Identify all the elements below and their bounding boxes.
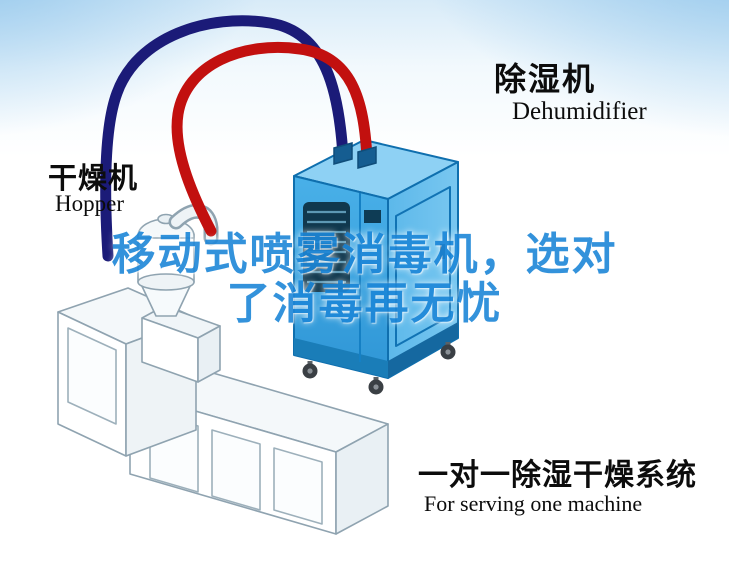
- hopper-stand-side: [197, 325, 221, 383]
- caster-wheels: [302, 342, 456, 395]
- red-supply-pipe: [171, 41, 373, 237]
- system-label-en: For serving one machine: [424, 491, 643, 516]
- watermark-line-2: 了消毒再无忧: [226, 279, 503, 329]
- extruder-machine: [57, 203, 389, 535]
- watermark-line-1: 移动式喷雾消毒机，选对: [111, 230, 618, 279]
- extruder-end-face: [335, 423, 389, 535]
- extruder-panel: [211, 429, 261, 511]
- door-handle: [440, 244, 445, 259]
- dehumidifier-side-trim: [388, 322, 458, 378]
- watermark-slogan: 移动式喷雾消毒机，选对 了消毒再无忧: [0, 230, 729, 329]
- extruder-panel: [273, 447, 323, 525]
- pipe-connectors: [333, 142, 377, 169]
- dehumidifier-label-en: Dehumidifier: [512, 98, 647, 125]
- vent-grille: [303, 202, 350, 292]
- dehumidifier-label-zh: 除湿机: [494, 61, 597, 97]
- side-door: [395, 186, 451, 347]
- head-block-panel: [67, 327, 117, 425]
- hopper-cylinder-bottom: [137, 273, 195, 291]
- system-label-zh: 一对一除湿干燥系统: [418, 459, 697, 492]
- dehumidifier-front-trim: [294, 338, 388, 378]
- hopper-label-zh: 干燥机: [48, 163, 139, 195]
- blue-return-pipe: [100, 15, 349, 262]
- dehumidifier-machine: [293, 139, 459, 395]
- hopper-label-en: Hopper: [55, 191, 124, 216]
- control-box: [364, 210, 381, 223]
